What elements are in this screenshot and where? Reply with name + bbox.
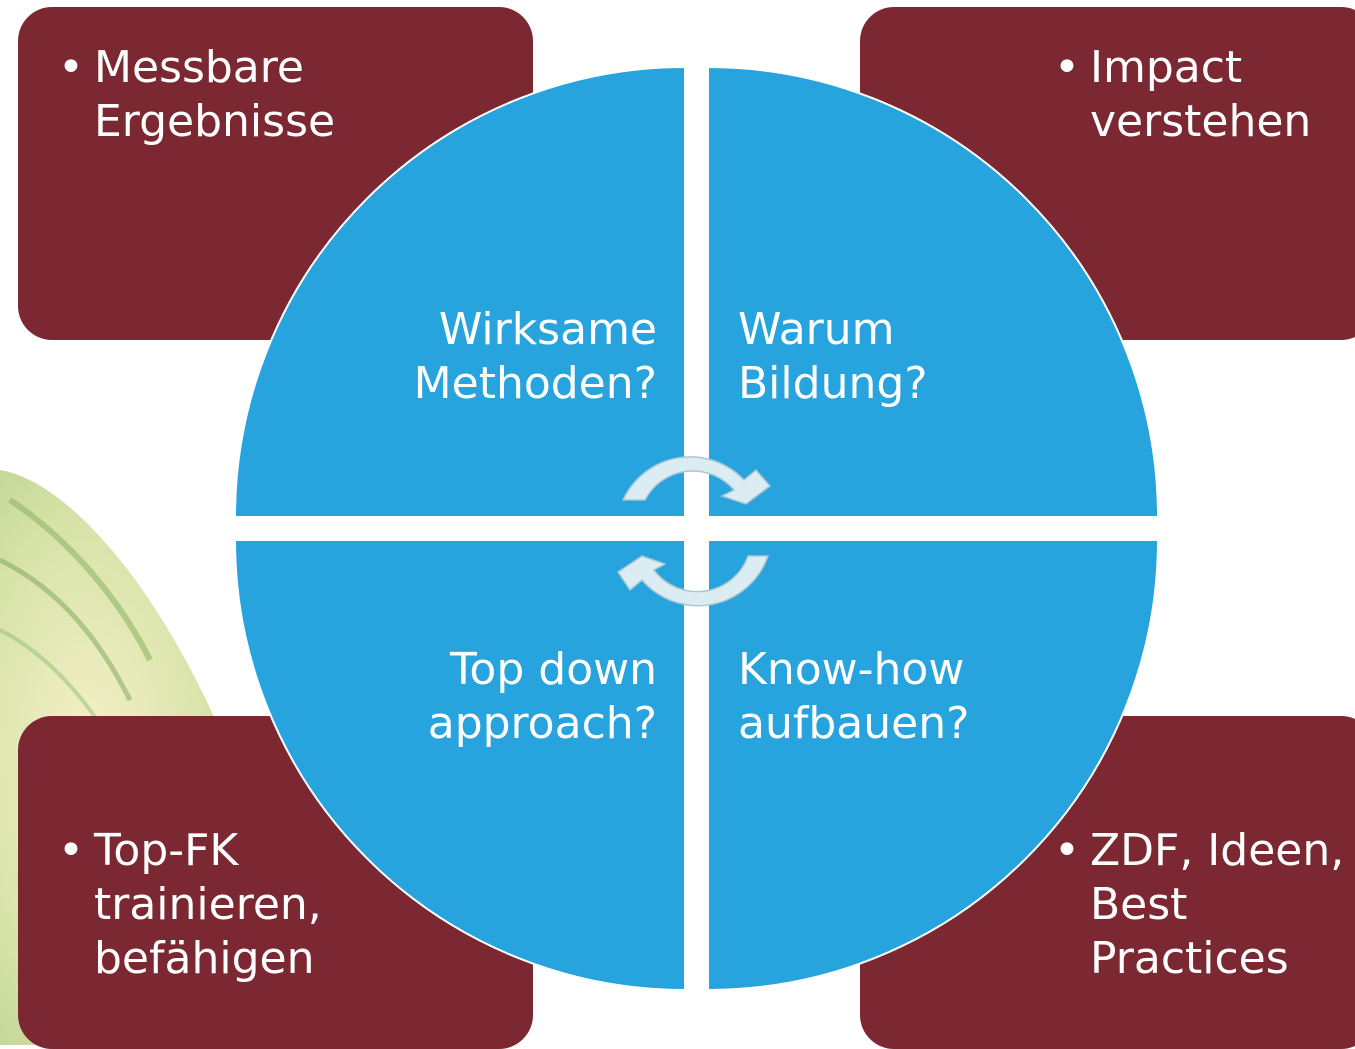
quadrant-bottom-left [233, 539, 686, 992]
quadrant-label-top-left: Wirksame Methoden? [413, 304, 657, 409]
cycle-arrow-icon [621, 456, 772, 505]
quadrant-label-top-right: Warum Bildung? [738, 304, 928, 409]
corner-bullet-top-right: Impact verstehen [1054, 41, 1311, 149]
corner-bullet-top-left: Messbare Ergebnisse [58, 41, 335, 149]
corner-bullet-bottom-right: ZDF, Ideen, Best Practices [1054, 824, 1344, 986]
quadrant-label-bottom-right: Know-how aufbauen? [738, 644, 970, 749]
quadrant-top-left [233, 65, 686, 518]
corner-bullet-bottom-left: Top-FK trainieren, befähigen [58, 824, 322, 986]
quadrant-top-right [707, 65, 1160, 518]
corner-box-top-left: Messbare Ergebnisse [18, 7, 533, 340]
quadrant-bottom-right [707, 539, 1160, 992]
quadrant-label-bottom-left: Top down approach? [427, 644, 657, 749]
cycle-arrow-icon [616, 555, 770, 607]
